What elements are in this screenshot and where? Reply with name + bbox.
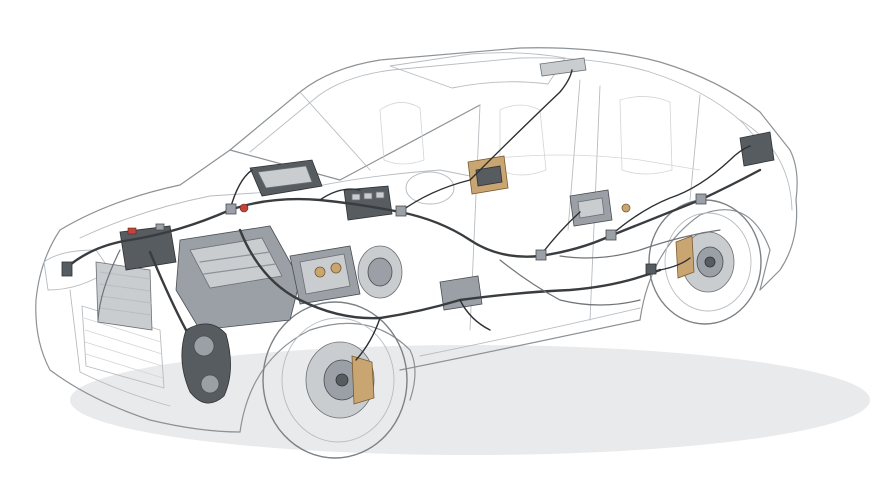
steering-wheel — [405, 171, 455, 205]
b-pillar-module — [467, 155, 509, 195]
ground-shadow — [70, 345, 870, 455]
wiring-connectors — [61, 193, 707, 277]
brake-booster — [357, 245, 403, 299]
wiring-harness — [62, 69, 762, 361]
radiator — [95, 261, 153, 331]
rear-wheel — [648, 199, 762, 325]
rear-junction-module — [569, 189, 613, 227]
battery — [119, 223, 177, 271]
center-ecu — [439, 275, 483, 311]
engine-block — [175, 225, 301, 331]
fuse-box — [343, 185, 393, 221]
rear-lamp-module — [739, 131, 775, 167]
timing-belt — [181, 323, 231, 404]
intake-manifold — [249, 159, 323, 197]
roof-antenna-module — [539, 57, 587, 77]
front-wheel — [262, 301, 408, 459]
abs-module — [289, 245, 361, 305]
